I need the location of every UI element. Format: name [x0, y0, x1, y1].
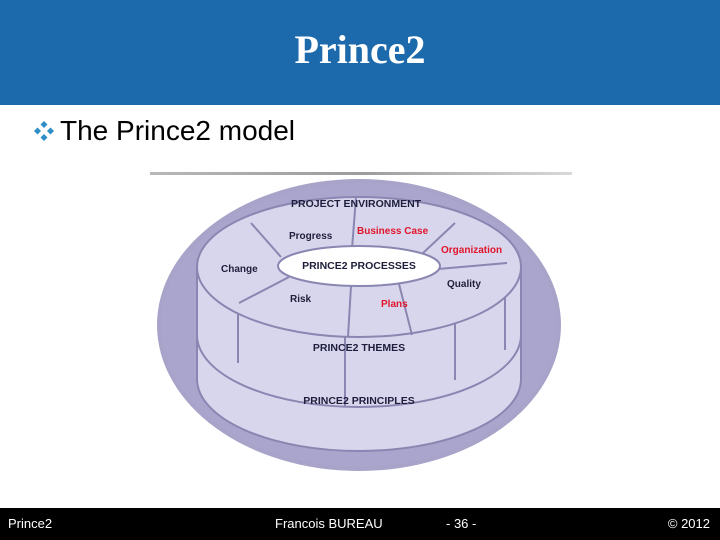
theme-change-label: Change: [221, 264, 258, 275]
project-environment-label: PROJECT ENVIRONMENT: [291, 198, 422, 210]
prince2-model-diagram: PROJECT ENVIRONMENT PRINCE2 PROCESSES PR…: [155, 175, 565, 475]
principles-label: PRINCE2 PRINCIPLES: [303, 395, 414, 407]
subtitle-line: The Prince2 model: [32, 113, 295, 149]
footer-course-name: Prince2: [8, 516, 52, 531]
theme-quality-label: Quality: [447, 279, 481, 290]
processes-label: PRINCE2 PROCESSES: [302, 260, 416, 272]
theme-organization-label: Organization: [441, 245, 502, 256]
theme-business-case-label: Business Case: [357, 226, 429, 237]
theme-plans-label: Plans: [381, 299, 408, 310]
footer-author: Francois BUREAU: [275, 516, 383, 531]
diamond-bullet-icon: [32, 119, 56, 143]
theme-progress-label: Progress: [289, 231, 333, 242]
subtitle-text: The Prince2 model: [60, 115, 295, 147]
themes-label: PRINCE2 THEMES: [313, 342, 405, 354]
theme-risk-label: Risk: [290, 294, 312, 305]
footer-page-number: - 36 -: [446, 516, 476, 531]
title-bar: Prince2: [0, 0, 720, 105]
footer-copyright: © 2012: [668, 516, 710, 531]
slide-title: Prince2: [0, 26, 720, 73]
footer-bar: Prince2 Francois BUREAU - 36 - © 2012: [0, 508, 720, 540]
